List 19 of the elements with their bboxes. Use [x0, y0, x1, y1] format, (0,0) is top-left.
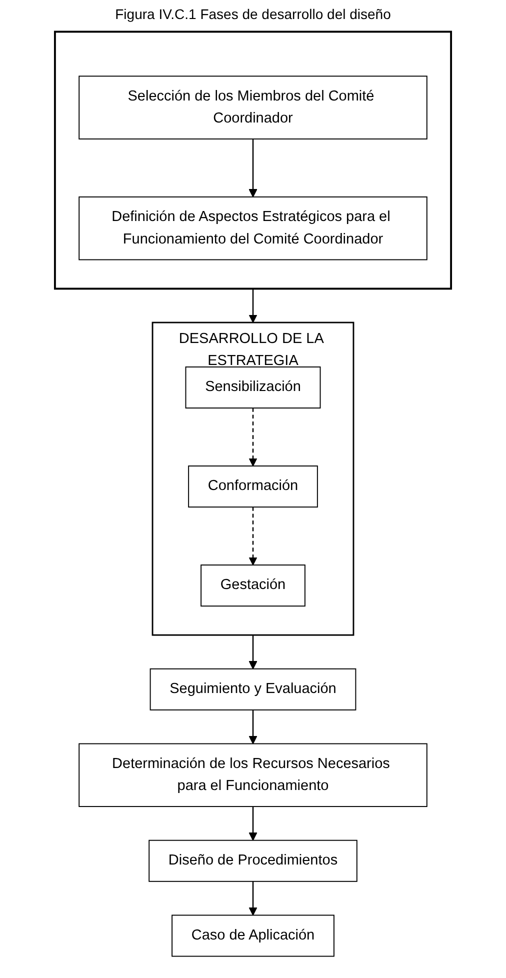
figure-title: Figura IV.C.1 Fases de desarrollo del diseño — [114, 5, 392, 24]
node-box: Sensibilización — [185, 366, 321, 408]
arrow — [248, 408, 258, 466]
arrow — [248, 138, 258, 198]
node-box: Caso de Aplicación — [172, 914, 334, 957]
arrow — [248, 288, 258, 323]
arrow — [248, 806, 258, 841]
node-box: Gestación — [200, 564, 306, 607]
node-box: Determinación de los Recursos Necesarios para el Funcionamiento — [78, 743, 428, 808]
node-box: Definición de Aspectos Estratégicos para el Funcionamiento del Comité Coordinador — [78, 196, 428, 260]
arrow — [248, 635, 258, 670]
arrow — [248, 507, 258, 566]
cluster — [54, 30, 452, 290]
node-box: Selección de los Miembros del Comité Coordinador — [78, 76, 428, 140]
arrow — [248, 881, 258, 916]
arrow — [248, 710, 258, 744]
node-box: Seguimiento y Evaluación — [150, 668, 356, 710]
node-box: Diseño de Procedimientos — [148, 840, 358, 882]
node-box: Conformación — [188, 466, 318, 508]
